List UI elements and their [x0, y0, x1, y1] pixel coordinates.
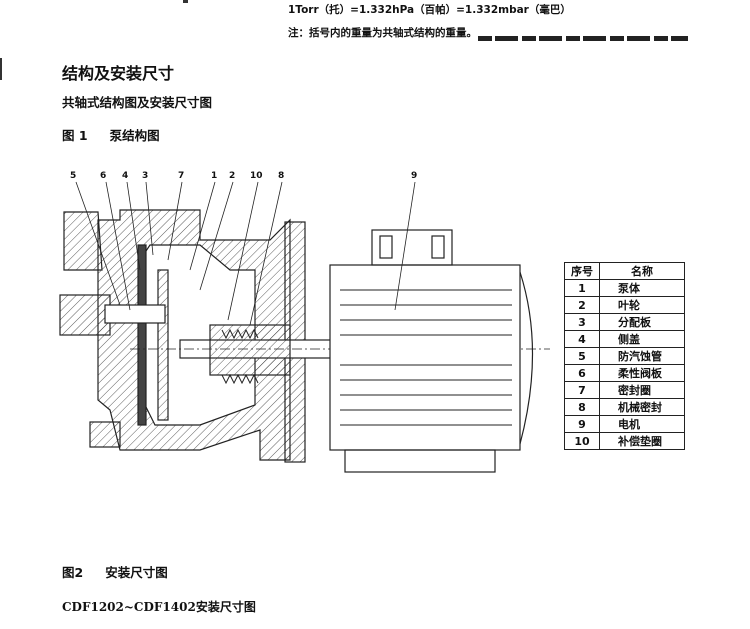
callout-5: 5 [70, 171, 76, 181]
part-no: 10 [564, 432, 600, 450]
impeller [157, 269, 169, 421]
part-name: 叶轮 [599, 296, 685, 314]
figure1-title: 泵结构图 [109, 128, 160, 143]
distribution-plate [137, 244, 147, 426]
col-header-no: 序号 [564, 262, 600, 280]
pump-cross-section-drawing: 5 6 4 3 7 1 2 10 8 9 [59, 171, 550, 473]
part-no: 3 [564, 313, 600, 331]
part-no: 5 [564, 347, 600, 365]
col-header-name: 名称 [599, 262, 685, 280]
model-range: CDF1202~CDF1402 [62, 600, 196, 614]
part-no: 2 [564, 296, 600, 314]
callout-2: 2 [229, 171, 235, 181]
scan-mark [183, 0, 188, 3]
callout-3: 3 [142, 171, 148, 181]
anti-cavitation-tube [59, 294, 111, 336]
part-name: 电机 [599, 415, 685, 433]
part-name: 防汽蚀管 [599, 347, 685, 365]
motor [329, 229, 534, 473]
figure2-subtitle-label: 安装尺寸图 [195, 600, 256, 614]
callout-7: 7 [178, 171, 184, 181]
header-rule [478, 36, 688, 41]
part-no: 7 [564, 381, 600, 399]
unit-conversion-note: 1Torr（托）=1.332hPa（百帕）=1.332mbar（毫巴） [288, 4, 571, 16]
callout-8: 8 [278, 171, 284, 181]
part-no: 8 [564, 398, 600, 416]
figure2-title: 安装尺寸图 [105, 565, 168, 580]
part-name: 机械密封 [599, 398, 685, 416]
part-no: 1 [564, 279, 600, 297]
part-name: 侧盖 [599, 330, 685, 348]
parts-table-header: 序号 名称 [564, 262, 685, 280]
part-name: 补偿垫圈 [599, 432, 685, 450]
callout-6: 6 [100, 171, 106, 181]
section-title: 结构及安装尺寸 [62, 64, 175, 83]
callout-4: 4 [122, 171, 128, 181]
subsection-title: 共轴式结构图及安装尺寸图 [62, 95, 213, 110]
margin-mark [0, 58, 8, 80]
suction-nozzle [63, 211, 103, 271]
figure2-subtitle: CDF1202~CDF1402安装尺寸图 [62, 598, 256, 615]
part-no: 4 [564, 330, 600, 348]
callout-9: 9 [411, 171, 417, 181]
part-name: 密封圈 [599, 381, 685, 399]
part-no: 9 [564, 415, 600, 433]
callout-10: 10 [250, 171, 263, 181]
figure1-number: 图 1 [62, 128, 88, 143]
part-name: 分配板 [599, 313, 685, 331]
part-no: 6 [564, 364, 600, 382]
figure2-caption: 图2 安装尺寸图 [62, 562, 168, 581]
weight-note: 注：括号内的重量为共轴式结构的重量。 [288, 27, 477, 39]
figure1-caption: 图 1 泵结构图 [62, 125, 160, 144]
figure2-number: 图2 [62, 565, 84, 580]
mechanical-seal [209, 324, 291, 376]
callout-1: 1 [211, 171, 217, 181]
pump-foot [89, 421, 121, 448]
part-name: 柔性阀板 [599, 364, 685, 382]
part-name: 泵体 [599, 279, 685, 297]
